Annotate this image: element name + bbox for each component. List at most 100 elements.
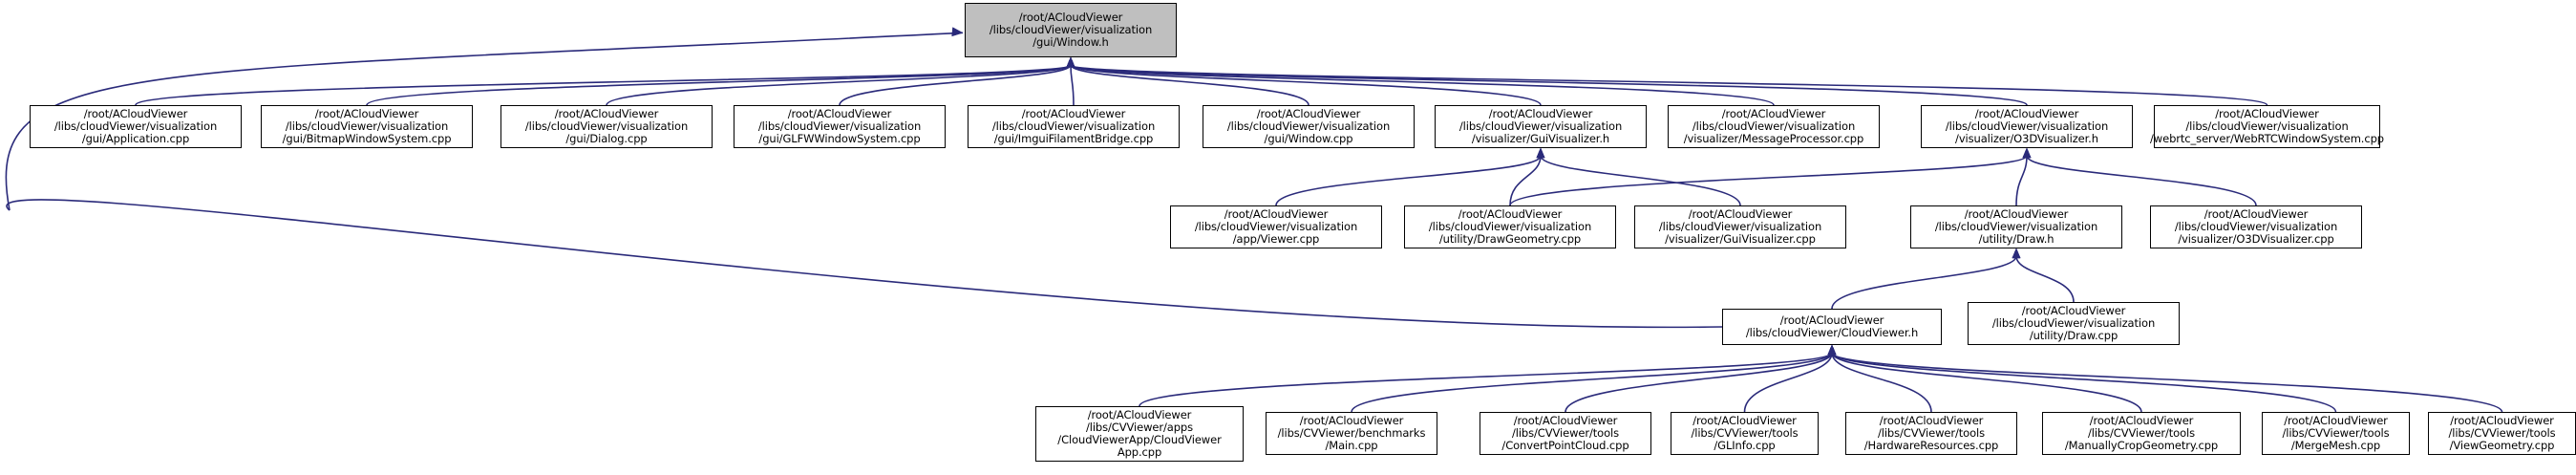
node-label-line: /root/ACloudViewer [1964,206,2069,221]
node-label-line: /root/ACloudViewer [1721,106,1826,120]
graph-node-mergemesh-cpp[interactable]: /root/ACloudViewer/libs/CVViewer/tools/M… [2262,412,2410,455]
graph-node-webrtcwindowsystem-cpp[interactable]: /root/ACloudViewer/libs/cloudViewer/visu… [2150,105,2384,148]
node-label-line: /libs/cloudViewer/visualization [2185,119,2349,133]
graph-node-guivisualizer-cpp[interactable]: /root/ACloudViewer/libs/cloudViewer/visu… [1634,205,1846,248]
node-label-line: /libs/cloudViewer/visualization [1458,119,1623,133]
graph-node-viewer-cpp[interactable]: /root/ACloudViewer/libs/cloudViewer/visu… [1170,205,1382,248]
node-label-line: /root/ACloudViewer [2203,206,2309,221]
node-label-line: /gui/ImguiFilamentBridge.cpp [993,132,1154,146]
graph-node-drawgeometry-cpp[interactable]: /root/ACloudViewer/libs/cloudViewer/visu… [1404,205,1616,248]
node-label-line: /root/ACloudViewer [2089,413,2194,427]
node-label-line: /visualizer/MessageProcessor.cpp [1683,132,1864,146]
node-label-line: /libs/cloudViewer/visualization [757,119,922,133]
node-label-line: /root/ACloudViewer [1224,206,1329,221]
node-label-line: /libs/cloudViewer/visualization [2174,219,2338,233]
graph-node-cloudviewer-h[interactable]: /root/ACloudViewer/libs/cloudViewer/Clou… [1722,309,1942,345]
graph-node-guivisualizer-h[interactable]: /root/ACloudViewer/libs/cloudViewer/visu… [1435,105,1647,148]
node-label-line: /root/ACloudViewer [1018,10,1123,24]
graph-node-main-cpp[interactable]: /root/ACloudViewer/libs/CVViewer/benchma… [1266,412,1437,455]
graph-node-o3dvisualizer-h[interactable]: /root/ACloudViewer/libs/cloudViewer/visu… [1921,105,2133,148]
node-label-line: /root/ACloudViewer [1779,313,1884,327]
node-label-line: /root/ACloudViewer [1688,206,1793,221]
node-label-line: /libs/cloudViewer/visualization [524,119,689,133]
graph-node-o3dvisualizer-cpp[interactable]: /root/ACloudViewer/libs/cloudViewer/visu… [2150,205,2362,248]
node-label-line: /gui/GLFWWindowSystem.cpp [758,132,921,146]
graph-node-convertpointcloud-cpp[interactable]: /root/ACloudViewer/libs/CVViewer/tools/C… [1480,412,1651,455]
node-label-line: /libs/CVViewer/tools [2087,425,2196,440]
node-label-line: /utility/Draw.cpp [2029,329,2118,343]
node-label-line: /gui/Window.h [1033,35,1109,50]
node-label-line: /root/ACloudViewer [1021,106,1126,120]
node-label-line: /gui/BitmapWindowSystem.cpp [282,132,452,146]
node-label-line: /libs/cloudViewer/visualization [1194,219,1358,233]
graph-node-manuallycropgeometry-cpp[interactable]: /root/ACloudViewer/libs/CVViewer/tools/M… [2042,412,2241,455]
node-label-line: /libs/cloudViewer/CloudViewer.h [1745,326,1919,339]
node-label-line: /root/ACloudViewer [2450,413,2554,427]
graph-node-window-cpp[interactable]: /root/ACloudViewer/libs/cloudViewer/visu… [1203,105,1415,148]
node-label-line: /libs/cloudViewer/visualization [1692,119,1856,133]
node-label-line: /app/Viewer.cpp [1232,232,1320,247]
graph-node-imguifilamentbridge-cpp[interactable]: /root/ACloudViewer/libs/cloudViewer/visu… [968,105,1180,148]
node-label-line: /visualizer/O3DVisualizer.cpp [2178,232,2334,247]
graph-node-cloudviewerapp-cpp[interactable]: /root/ACloudViewer/libs/CVViewer/apps/Cl… [1035,406,1244,462]
node-label-line: /GLInfo.cpp [1714,439,1776,453]
node-label-line: /root/ACloudViewer [1879,413,1984,427]
node-label-line: /libs/CVViewer/apps [1085,420,1194,434]
graph-node-bitmapwindowsystem-cpp[interactable]: /root/ACloudViewer/libs/cloudViewer/visu… [261,105,473,148]
node-label-line: /utility/DrawGeometry.cpp [1438,232,1582,247]
node-label-line: /libs/CVViewer/tools [1691,425,1799,440]
node-label-line: /libs/CVViewer/tools [2282,425,2390,440]
node-label-line: /libs/cloudViewer/visualization [53,119,218,133]
graph-node-glinfo-cpp[interactable]: /root/ACloudViewer/libs/CVViewer/tools/G… [1671,412,1819,455]
graph-node-viewgeometry-cpp[interactable]: /root/ACloudViewer/libs/CVViewer/tools/V… [2428,412,2576,455]
node-label-line: /root/ACloudViewer [1458,206,1563,221]
node-label-line: App.cpp [1117,445,1162,460]
graph-node-application-cpp[interactable]: /root/ACloudViewer/libs/cloudViewer/visu… [30,105,242,148]
node-label-line: /ViewGeometry.cpp [2449,439,2555,453]
node-label-line: /root/ACloudViewer [1256,106,1361,120]
node-label-line: /libs/cloudViewer/visualization [1658,219,1822,233]
node-label-line: /CloudViewerApp/CloudViewer [1057,433,1222,446]
graph-node-messageprocessor-cpp[interactable]: /root/ACloudViewer/libs/cloudViewer/visu… [1668,105,1880,148]
node-label-line: /visualizer/GuiVisualizer.h [1471,132,1610,146]
node-label-line: /gui/Dialog.cpp [565,132,648,146]
node-label-line: /root/ACloudViewer [314,106,419,120]
node-label-line: /MergeMesh.cpp [2290,439,2381,453]
node-label-line: /libs/CVViewer/tools [2448,425,2556,440]
node-label-line: /libs/CVViewer/tools [1877,425,1986,440]
node-label-line: /libs/cloudViewer/visualization [1226,119,1391,133]
graph-node-draw-h[interactable]: /root/ACloudViewer/libs/cloudViewer/visu… [1910,205,2122,248]
node-label-line: /Main.cpp [1325,439,1378,453]
node-label-line: /root/ACloudViewer [1087,407,1192,421]
node-label-line: /root/ACloudViewer [787,106,892,120]
node-label-line: /root/ACloudViewer [83,106,188,120]
node-label-line: /root/ACloudViewer [2215,106,2319,120]
node-label-line: /ConvertPointCloud.cpp [1501,439,1629,453]
node-label-line: /root/ACloudViewer [2284,413,2388,427]
node-label-line: /HardwareResources.cpp [1863,439,1999,453]
node-label-line: /root/ACloudViewer [554,106,659,120]
node-label-line: /libs/cloudViewer/visualization [991,119,1156,133]
node-label-line: /webrtc_server/WebRTCWindowSystem.cpp [2150,132,2384,146]
node-label-line: /libs/cloudViewer/visualization [989,22,1153,36]
node-label-line: /libs/cloudViewer/visualization [1428,219,1592,233]
node-label-line: /root/ACloudViewer [1513,413,1618,427]
node-label-line: /root/ACloudViewer [2021,303,2126,317]
node-label-line: /libs/cloudViewer/visualization [285,119,449,133]
node-label-line: /gui/Application.cpp [81,132,190,146]
node-label-line: /visualizer/O3DVisualizer.h [1955,132,2098,146]
graph-node-draw-cpp[interactable]: /root/ACloudViewer/libs/cloudViewer/visu… [1968,302,2180,345]
node-label-line: /libs/cloudViewer/visualization [1934,219,2098,233]
node-label-line: /libs/cloudViewer/visualization [1945,119,2109,133]
node-label-line: /root/ACloudViewer [1692,413,1797,427]
graph-node-hardwareresources-cpp[interactable]: /root/ACloudViewer/libs/CVViewer/tools/H… [1845,412,2017,455]
node-label-line: /gui/Window.cpp [1264,132,1353,146]
node-label-line: /root/ACloudViewer [1299,413,1404,427]
graph-node-glfwwindowsystem-cpp[interactable]: /root/ACloudViewer/libs/cloudViewer/visu… [734,105,946,148]
node-label-line: /libs/CVViewer/benchmarks [1277,425,1426,440]
graph-node-window-h[interactable]: /root/ACloudViewer/libs/cloudViewer/visu… [965,3,1177,57]
graph-node-dialog-cpp[interactable]: /root/ACloudViewer/libs/cloudViewer/visu… [500,105,713,148]
node-label-line: /libs/cloudViewer/visualization [1991,315,2156,330]
node-label-line: /root/ACloudViewer [1488,106,1593,120]
